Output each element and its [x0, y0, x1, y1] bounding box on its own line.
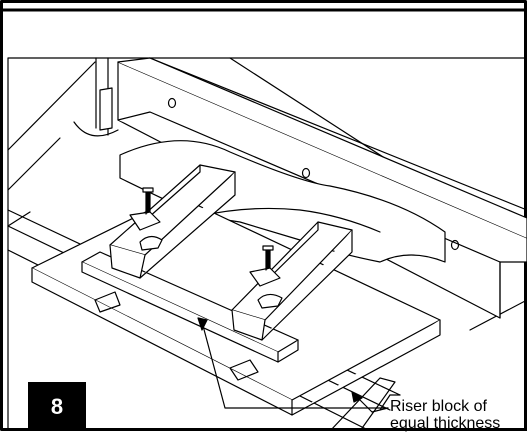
step-number-badge: 8 [28, 382, 86, 431]
right-clamp [231, 221, 353, 341]
step-number: 8 [50, 393, 64, 419]
caption-line-2: equal thickness [390, 415, 501, 432]
router-post [73, 57, 119, 137]
riser-block-caption: Riser block of equal thickness [390, 398, 500, 432]
caption-line-1: Riser block of [390, 398, 487, 415]
leader-lines [197, 317, 389, 413]
left-clamp [109, 164, 236, 279]
